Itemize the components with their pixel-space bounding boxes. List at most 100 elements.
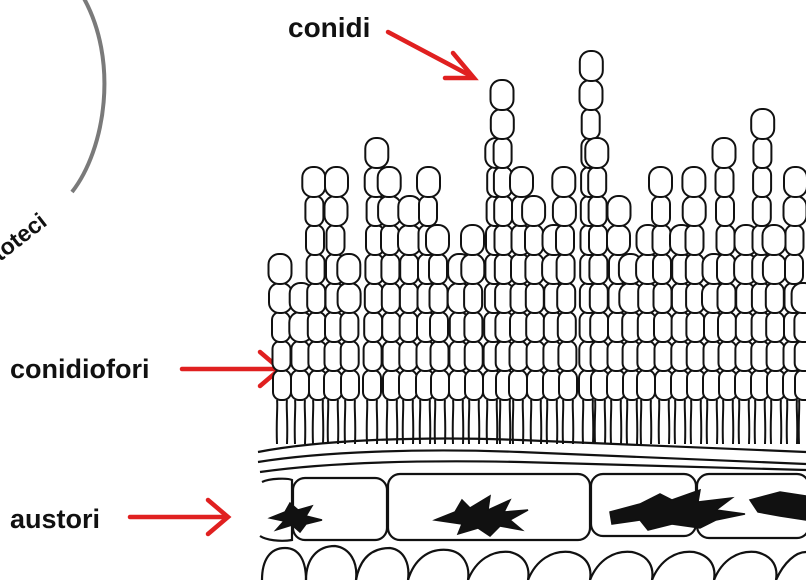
conidium	[399, 370, 417, 400]
conidium	[363, 370, 381, 400]
conidium	[419, 196, 437, 226]
conidium	[381, 254, 399, 284]
conidium	[272, 312, 290, 342]
conidium	[716, 167, 734, 197]
conidium	[495, 225, 513, 255]
conidium	[558, 341, 576, 371]
conidium	[378, 167, 401, 197]
conidium	[522, 196, 545, 226]
conidium	[557, 283, 575, 313]
conidium	[588, 167, 606, 197]
conidiophore-chains	[269, 51, 806, 444]
conidium	[308, 312, 326, 342]
conidium	[337, 254, 360, 284]
conidiophore-stalk	[771, 400, 782, 444]
conidium	[382, 283, 400, 313]
conidium	[589, 254, 607, 284]
conidium	[649, 167, 672, 197]
cleistothecium-outline	[72, 0, 104, 192]
arrow-conidiofori	[182, 352, 280, 386]
conidium	[552, 167, 575, 197]
conidium	[763, 225, 786, 255]
conidium	[464, 312, 482, 342]
conidiophore-stalk	[563, 400, 574, 444]
conidium	[784, 196, 806, 226]
conidium	[273, 370, 291, 400]
conidium	[795, 370, 806, 400]
label-cleistoteci: toteci	[0, 208, 51, 266]
conidiophore-stalk	[739, 400, 750, 444]
conidium	[527, 341, 545, 371]
conidium	[591, 341, 609, 371]
conidium	[786, 225, 804, 255]
conidium	[558, 312, 576, 342]
conidium	[763, 254, 786, 284]
conidium	[794, 312, 806, 342]
conidium	[608, 196, 631, 226]
conidiophore-stalk	[313, 400, 324, 444]
conidium	[464, 283, 482, 313]
label-austori: austori	[10, 504, 100, 534]
conidium	[461, 225, 484, 255]
conidium	[325, 196, 348, 226]
conidium	[580, 80, 603, 110]
conidium	[306, 225, 324, 255]
conidiophore-stalk	[707, 400, 718, 444]
conidiophore-stalk	[595, 400, 606, 444]
conidium	[589, 225, 607, 255]
conidium	[767, 341, 785, 371]
conidium	[430, 283, 448, 313]
conidium	[291, 370, 309, 400]
conidium	[509, 370, 527, 400]
conidium	[465, 370, 483, 400]
conidium	[398, 196, 421, 226]
conidium	[494, 138, 512, 168]
conidium	[364, 312, 382, 342]
conidium	[582, 109, 600, 139]
conidium	[431, 341, 449, 371]
conidium	[687, 341, 705, 371]
conidium	[719, 341, 737, 371]
arrow-austori	[130, 500, 228, 534]
conidium	[751, 109, 774, 139]
conidium	[291, 341, 309, 371]
conidium	[341, 341, 359, 371]
conidium	[365, 138, 388, 168]
conidium	[364, 341, 382, 371]
conidium	[753, 138, 771, 168]
conidiophore-stalk	[787, 400, 798, 444]
conidium	[686, 225, 704, 255]
conidium	[526, 283, 544, 313]
conidium	[307, 254, 325, 284]
conidium	[400, 254, 418, 284]
conidiophore-stalk	[513, 400, 524, 444]
conidium	[653, 225, 671, 255]
conidium	[526, 312, 544, 342]
conidium	[654, 283, 672, 313]
conidium	[683, 196, 706, 226]
conidiophore-stalk	[531, 400, 542, 444]
conidium	[682, 167, 705, 197]
conidium	[784, 167, 806, 197]
conidium	[589, 196, 607, 226]
conidium	[637, 341, 655, 371]
conidiophore-stalk	[277, 400, 288, 444]
conidium	[400, 312, 418, 342]
conidium	[426, 225, 449, 255]
label-conidiofori: conidiofori	[10, 354, 149, 384]
conidium	[655, 341, 673, 371]
conidium	[792, 283, 806, 313]
conidium	[557, 254, 575, 284]
conidium	[653, 254, 671, 284]
conidiophore-stalk	[675, 400, 686, 444]
conidium	[525, 225, 543, 255]
conidium	[417, 167, 440, 197]
conidium	[465, 341, 483, 371]
conidium	[400, 283, 418, 313]
conidium	[302, 167, 325, 197]
conidium	[525, 254, 543, 284]
conidiophore-stalk	[500, 400, 511, 444]
conidiophore-stalk	[328, 400, 339, 444]
conidiophore-stalk	[420, 400, 431, 444]
